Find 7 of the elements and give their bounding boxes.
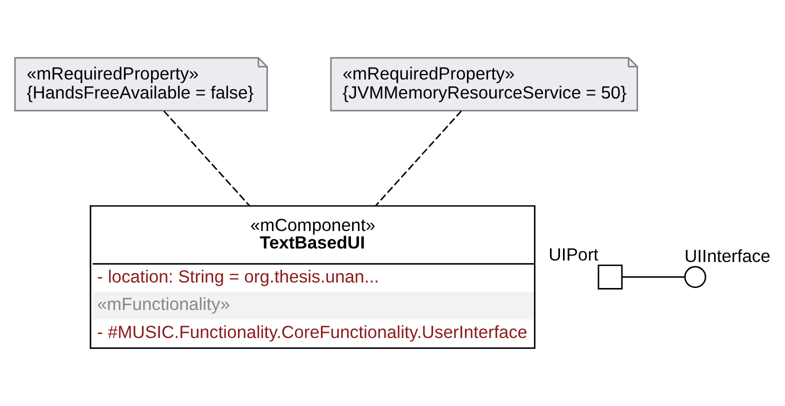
node-circle: [684, 266, 706, 288]
node-label: UIInterface: [684, 246, 770, 266]
connector: [375, 110, 462, 206]
node-box: [598, 264, 623, 290]
connector: [622, 276, 685, 278]
connector: [163, 110, 250, 206]
node-label: UIPort: [548, 244, 598, 264]
